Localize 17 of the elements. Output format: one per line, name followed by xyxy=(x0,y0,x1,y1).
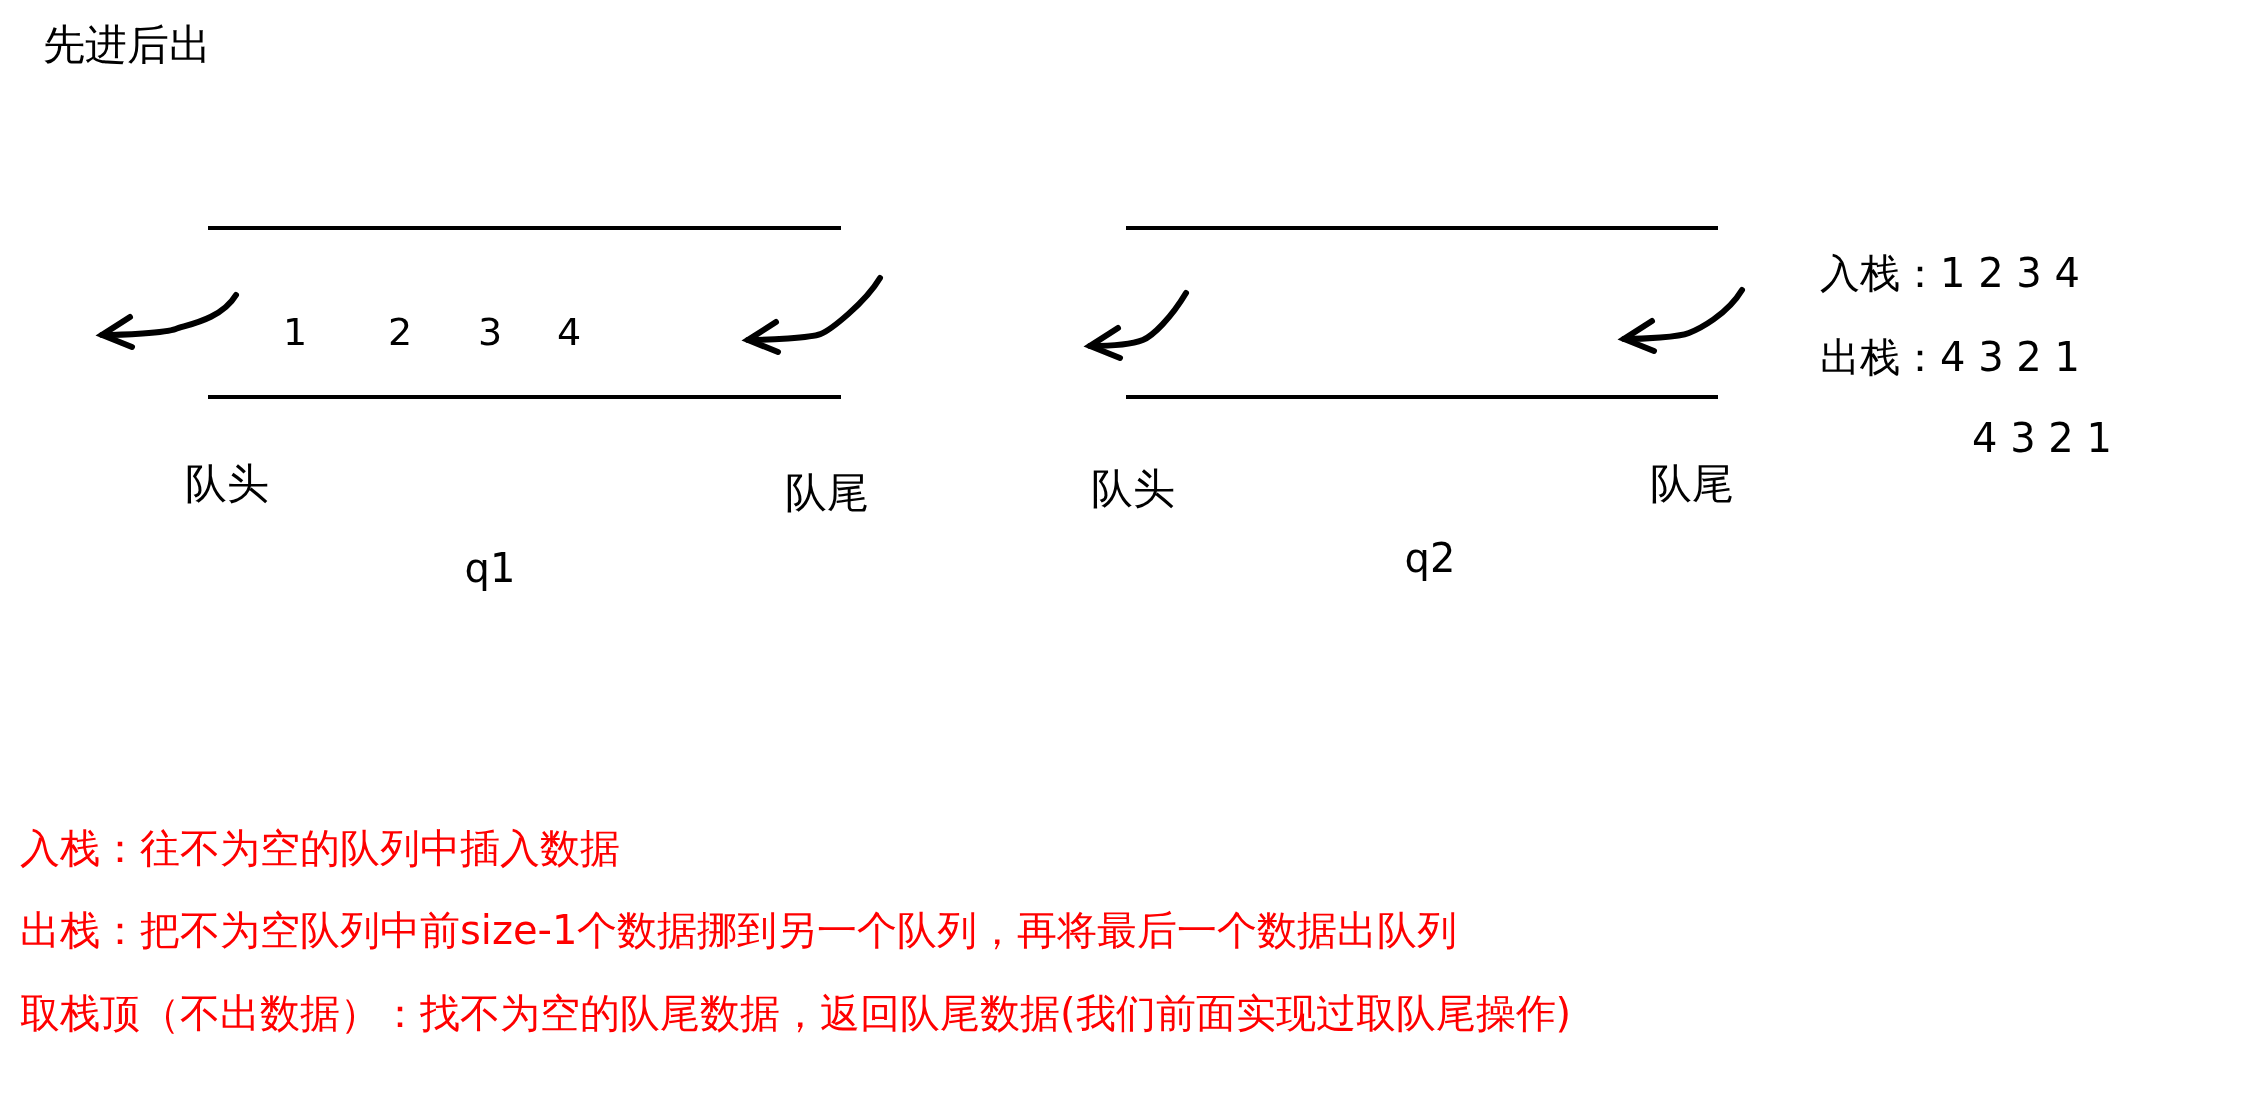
queue-head-label: 队头 xyxy=(1091,465,1175,513)
note: 出栈：4 3 2 1 xyxy=(1820,335,2080,379)
queue-tail-label: 队尾 xyxy=(1650,460,1734,508)
note: 出栈：把不为空队列中前size-1个数据挪到另一个队列，再将最后一个数据出队列 xyxy=(20,908,1458,952)
queue-name: q2 xyxy=(1404,536,1456,580)
note: 入栈：往不为空的队列中插入数据 xyxy=(20,826,620,870)
title: 先进后出 xyxy=(43,21,211,69)
note: 取栈顶（不出数据）：找不为空的队尾数据，返回队尾数据(我们前面实现过取队尾操作) xyxy=(20,991,1572,1035)
queue-element: 2 xyxy=(387,312,413,354)
note: 入栈：1 2 3 4 xyxy=(1820,251,2080,295)
queue-tail-label: 队尾 xyxy=(785,469,869,517)
queue-element: 1 xyxy=(282,312,308,354)
queue-element: 3 xyxy=(477,312,503,354)
note: 4 3 2 1 xyxy=(1972,416,2112,460)
queue-head-label: 队头 xyxy=(185,460,269,508)
queue-element: 4 xyxy=(556,312,582,354)
queue-name: q1 xyxy=(464,546,516,590)
